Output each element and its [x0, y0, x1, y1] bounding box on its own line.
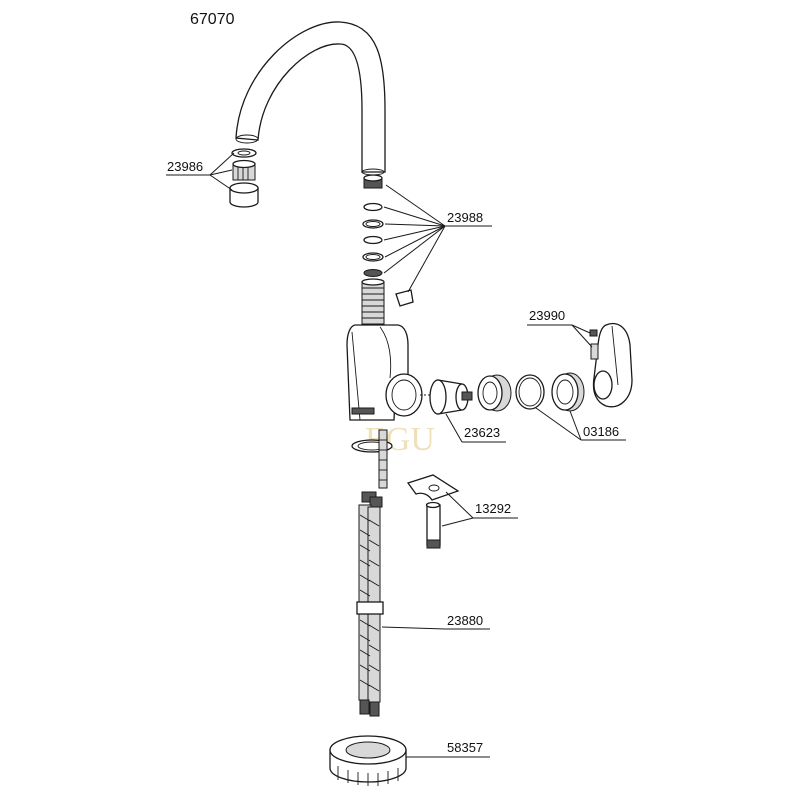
mixer-body	[346, 324, 423, 421]
label-mounting-kit: 13292	[475, 501, 511, 516]
label-aerator: 23986	[167, 159, 203, 174]
label-cap-ring: 03186	[583, 424, 619, 439]
supply-hoses	[356, 491, 384, 717]
threaded-stud	[378, 429, 388, 489]
spout	[235, 21, 386, 176]
mounting-bracket	[406, 474, 460, 501]
base-ring	[329, 735, 407, 786]
handle-assembly	[589, 322, 633, 408]
leader-mounting-kit	[441, 491, 518, 527]
mounting-nut-tube	[426, 504, 441, 546]
label-cartridge: 23623	[464, 425, 500, 440]
o-ring-3	[363, 269, 383, 277]
o-ring-large	[515, 374, 545, 410]
set-screw	[590, 343, 599, 360]
spout-connector	[361, 278, 385, 325]
leader-handle-screw	[527, 324, 593, 348]
bonnet-nut	[477, 374, 512, 412]
cartridge	[429, 379, 473, 415]
seal-kit-parts	[362, 174, 414, 307]
label-base-ring: 58357	[447, 740, 483, 755]
aerator-assembly	[229, 148, 259, 208]
label-seal-kit: 23988	[447, 210, 483, 225]
retaining-clip	[395, 289, 414, 307]
leader-hoses	[381, 626, 490, 630]
label-hoses: 23880	[447, 613, 483, 628]
diagram-title: 67070	[190, 11, 235, 28]
leader-aerator	[166, 152, 235, 191]
washer-2	[363, 235, 383, 245]
hose-coupling	[356, 601, 384, 615]
label-handle-screw: 23990	[529, 308, 565, 323]
leader-seal-kit	[383, 184, 492, 293]
mounting-kit	[406, 474, 460, 549]
set-screw-head	[589, 329, 598, 337]
leader-cartridge	[445, 413, 506, 443]
cap-ring-parts	[515, 372, 585, 412]
washer-1	[363, 202, 383, 212]
aerator-washer	[231, 148, 257, 158]
leader-cap-ring	[535, 407, 626, 441]
